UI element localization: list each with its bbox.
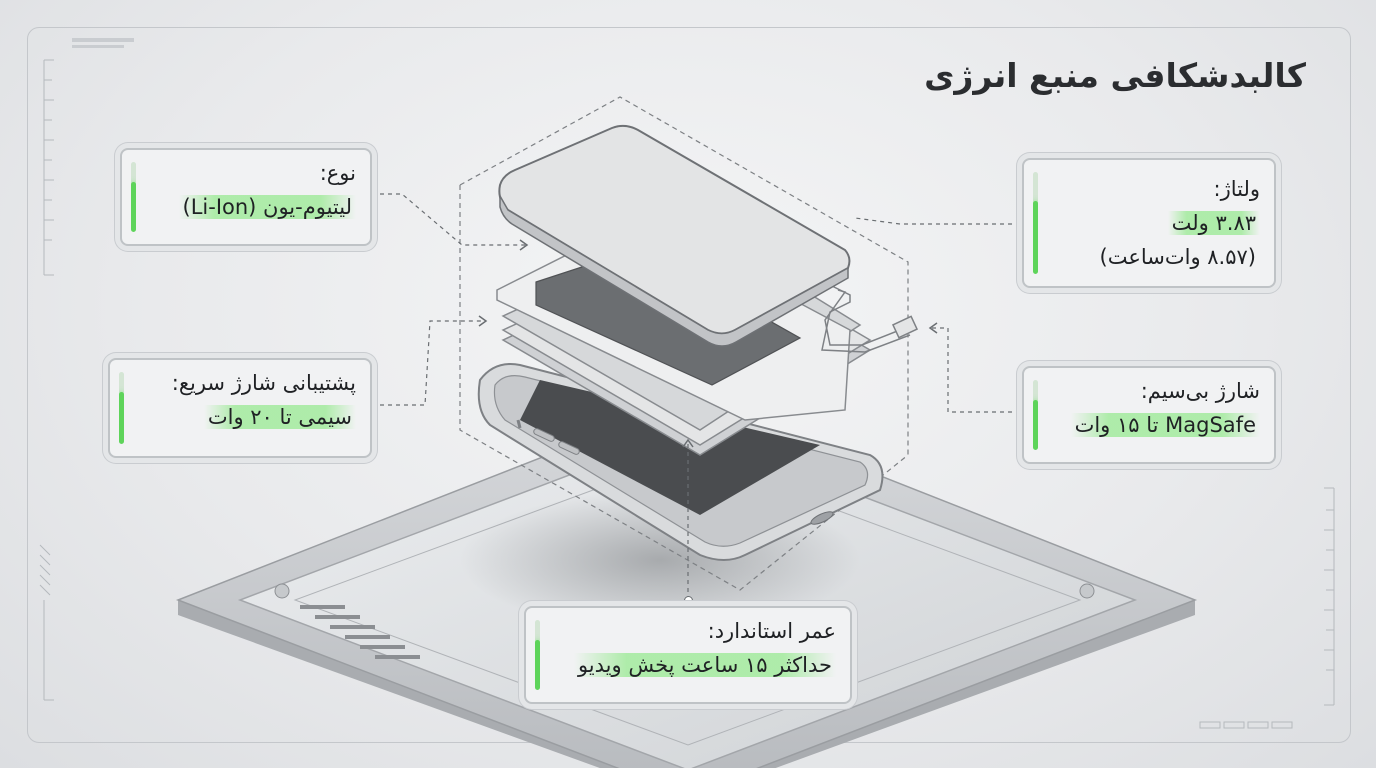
card-wireless-label: شارژ بی‌سیم: bbox=[1140, 379, 1260, 403]
battery-level-icon bbox=[1033, 380, 1038, 450]
battery-level-icon bbox=[119, 372, 124, 444]
card-battery-life-value: حداکثر ۱۵ ساعت پخش ویدیو bbox=[526, 648, 850, 682]
card-voltage-value: ۳.۸۳ ولت bbox=[1024, 206, 1274, 240]
lifetime-connector-dot bbox=[684, 596, 693, 605]
card-type: نوع: لیتیوم-یون (Li-Ion) bbox=[120, 148, 372, 246]
card-battery-life-label: عمر استاندارد: bbox=[707, 619, 836, 643]
bottom-right-marks bbox=[1199, 721, 1293, 729]
flex-cable bbox=[821, 284, 919, 353]
card-wireless-value: MagSafe تا ۱۵ وات bbox=[1024, 408, 1274, 442]
arrowheads bbox=[478, 239, 938, 448]
phone-chassis bbox=[477, 363, 884, 561]
card-wireless: شارژ بی‌سیم: MagSafe تا ۱۵ وات bbox=[1022, 366, 1276, 464]
card-fast-charge-value: سیمی تا ۲۰ وات bbox=[110, 400, 370, 434]
top-left-marks bbox=[72, 38, 134, 48]
card-voltage-value2: (۸.۵۷ وات‌ساعت) bbox=[1099, 245, 1256, 269]
page-title: کالبدشکافی منبع انرژی bbox=[924, 56, 1306, 95]
card-battery-life: عمر استاندارد: حداکثر ۱۵ ساعت پخش ویدیو bbox=[524, 606, 852, 704]
battery-level-icon bbox=[535, 620, 540, 690]
left-ruler bbox=[39, 59, 54, 701]
leader-lines bbox=[372, 193, 1020, 600]
card-type-value: لیتیوم-یون (Li-Ion) bbox=[122, 190, 370, 224]
battery-level-icon bbox=[1033, 172, 1038, 274]
battery-level-icon bbox=[131, 162, 136, 232]
card-fast-charge-label: پشتیبانی شارژ سریع: bbox=[171, 371, 356, 395]
card-type-label: نوع: bbox=[319, 161, 356, 185]
card-voltage: ولتاژ: ۳.۸۳ ولت (۸.۵۷ وات‌ساعت) bbox=[1022, 158, 1276, 288]
bounding-box bbox=[459, 96, 909, 591]
card-voltage-label: ولتاژ: bbox=[1213, 177, 1261, 201]
vent-stripes bbox=[300, 605, 420, 659]
battery-cell bbox=[498, 124, 851, 347]
right-ruler bbox=[1324, 487, 1335, 706]
card-fast-charge: پشتیبانی شارژ سریع: سیمی تا ۲۰ وات bbox=[108, 358, 372, 458]
